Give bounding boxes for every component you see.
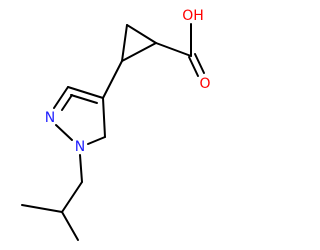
bond-c3-c4-inner [70,94,98,104]
atom-label-hydroxyl: OH [182,8,204,24]
bond-cp3-cp1 [121,42,157,62]
bond-ch-methyl-b [61,211,79,241]
bond-carbonyl-a [188,56,199,77]
bond-ch-methyl-a [21,204,63,213]
bond-c5-n1 [87,136,106,145]
atom-label-n2: N [45,110,55,126]
carboxylic-acid-group [155,23,205,77]
cyclopropane-ring [102,24,157,99]
bond-n2-c3 [53,86,69,109]
bond-n1-n2 [55,124,73,141]
atom-label-carbonyl-oxygen: O [199,76,210,92]
bond-c3-c4 [67,86,104,99]
bond-cp1-cp2 [121,24,128,62]
chemical-structure-diagram: N N OH O [21,8,211,241]
atom-label-n1: N [75,139,85,155]
bond-c4-cyclopropyl [102,60,123,99]
bond-ch2-ch [61,181,83,213]
bond-c4-c5 [102,97,106,138]
bond-cp2-cp3 [126,24,157,44]
pyrazole-ring [53,86,106,145]
bond-carbonyl-b [194,53,205,74]
bond-n2-c3-inner [61,94,73,111]
bond-n1-ch2 [79,154,83,183]
bond-cp3-carboxyl [155,42,192,57]
isobutyl-chain [21,154,83,241]
